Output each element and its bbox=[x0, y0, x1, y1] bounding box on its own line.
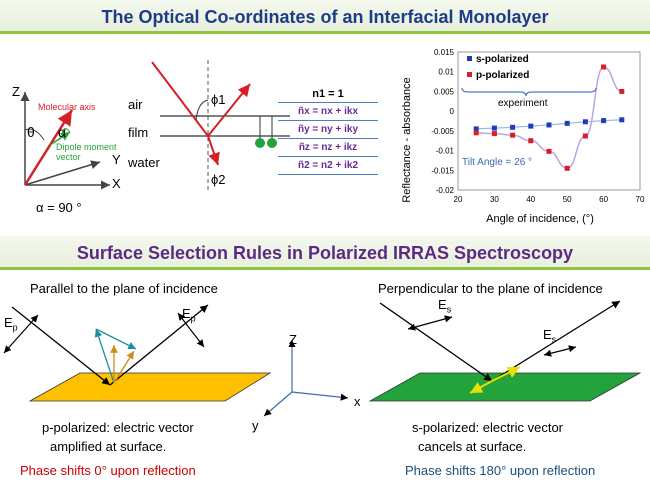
ep-left-label: Ep bbox=[4, 315, 18, 333]
right-heading: Perpendicular to the plane of incidence bbox=[378, 281, 603, 296]
left-heading: Parallel to the plane of incidence bbox=[30, 281, 218, 296]
chart-xlabel: Angle of incidence, (°) bbox=[486, 213, 594, 225]
x-tick-label: 50 bbox=[563, 195, 572, 204]
y-tick-label: -0.01 bbox=[436, 147, 455, 156]
p-point bbox=[510, 132, 516, 138]
layer-air: air bbox=[128, 97, 143, 112]
chart-frame bbox=[457, 51, 641, 191]
x-tick-label: 40 bbox=[526, 195, 535, 204]
right-text-1: s-polarized: electric vector bbox=[412, 420, 563, 435]
left-phase: Phase shifts 0° upon reflection bbox=[20, 463, 196, 478]
bottom-title-band: Surface Selection Rules in Polarized IRR… bbox=[0, 236, 650, 270]
y-tick-label: 0.01 bbox=[438, 68, 454, 77]
theta-label: θ bbox=[27, 124, 35, 140]
annotation-tilt: Tilt Angle = 26 ° bbox=[462, 157, 532, 168]
s-point bbox=[564, 120, 570, 126]
legend-p: p-polarized bbox=[476, 70, 529, 81]
y-tick-label: -0.02 bbox=[436, 186, 455, 195]
legend-s: s-polarized bbox=[476, 54, 529, 65]
y-tick-label: 0.015 bbox=[434, 48, 455, 57]
x-tick-label: 60 bbox=[599, 195, 608, 204]
headgroup-dot-2 bbox=[267, 138, 277, 148]
bottom-x-label: x bbox=[354, 394, 361, 409]
s-point bbox=[619, 117, 625, 123]
molecular-axis-label: Molecular axis bbox=[38, 102, 96, 112]
s-point bbox=[582, 119, 588, 125]
ep-right-label: Ep bbox=[182, 306, 196, 324]
molecular-axis-arrow bbox=[23, 109, 74, 186]
y-tick-label: -0.005 bbox=[431, 127, 454, 136]
s-point bbox=[473, 126, 479, 132]
p-point bbox=[491, 131, 497, 137]
middle-axes bbox=[263, 340, 349, 417]
es-right-label: Es bbox=[543, 327, 557, 345]
p-point bbox=[546, 148, 552, 154]
n1-label: n1 = 1 bbox=[278, 88, 378, 103]
p-point bbox=[564, 165, 570, 171]
gold-surface bbox=[28, 372, 272, 402]
legend-marker-p bbox=[467, 72, 472, 77]
molecule-orientation-diagram bbox=[20, 92, 110, 190]
x-tick-label: 70 bbox=[636, 195, 645, 204]
alpha-symbol: α bbox=[58, 124, 67, 140]
x-axis-label: X bbox=[112, 176, 121, 191]
x-tick-label: 20 bbox=[454, 195, 463, 204]
refractive-index-box: n1 = 1 ñx = nx + ikx ñy = ny + iky ñz = … bbox=[278, 88, 378, 175]
s-point bbox=[601, 118, 607, 124]
parallel-diagram bbox=[3, 304, 272, 402]
left-text-2: amplified at surface. bbox=[50, 439, 167, 454]
p-point bbox=[619, 88, 625, 94]
right-phase: Phase shifts 180° upon reflection bbox=[405, 463, 596, 478]
headgroup-dot-1 bbox=[255, 138, 265, 148]
perpendicular-diagram bbox=[368, 300, 642, 402]
top-title-band: The Optical Co-ordinates of an Interfaci… bbox=[0, 0, 650, 34]
dipole-label: Dipole moment bbox=[56, 142, 117, 152]
chart-ylabel: Reflectance - absorbance bbox=[401, 77, 413, 202]
x-tick-label: 30 bbox=[490, 195, 499, 204]
n-eq-2: ñ2 = n2 + ik2 bbox=[278, 157, 378, 175]
bottom-title: Surface Selection Rules in Polarized IRR… bbox=[76, 243, 574, 263]
s-point bbox=[546, 122, 552, 128]
n-eq-y: ñy = ny + iky bbox=[278, 121, 378, 139]
y-tick-label: 0.005 bbox=[434, 87, 455, 96]
p-point bbox=[582, 133, 588, 139]
s-point bbox=[491, 125, 497, 131]
phi2-label: ϕ2 bbox=[211, 172, 226, 187]
left-text-1: p-polarized: electric vector bbox=[42, 420, 194, 435]
y-tick-label: -0.015 bbox=[431, 166, 454, 175]
top-title: The Optical Co-ordinates of an Interfaci… bbox=[101, 7, 549, 27]
n-eq-z: ñz = nz + ikz bbox=[278, 139, 378, 157]
annotation-experiment: experiment bbox=[498, 98, 548, 109]
p-point bbox=[473, 130, 479, 136]
interface-diagram bbox=[151, 60, 290, 190]
legend-marker-s bbox=[467, 56, 472, 61]
p-point bbox=[601, 64, 607, 70]
bottom-z-label: Z bbox=[289, 332, 297, 347]
bottom-y-label: y bbox=[252, 418, 259, 433]
p-point bbox=[528, 138, 534, 144]
layer-film: film bbox=[128, 125, 149, 140]
y-axis-line bbox=[24, 160, 101, 186]
green-surface bbox=[368, 372, 642, 402]
es-top-label: Es bbox=[438, 297, 452, 315]
s-point bbox=[528, 123, 534, 129]
n-eq-x: ñx = nx + ikx bbox=[278, 103, 378, 121]
y-axis-label: Y bbox=[112, 152, 121, 167]
phi1-label: ϕ1 bbox=[211, 92, 226, 107]
dipole-vector-arrow bbox=[49, 131, 71, 146]
layer-water: water bbox=[128, 155, 160, 170]
right-text-2: cancels at surface. bbox=[418, 439, 527, 454]
s-point bbox=[510, 124, 516, 130]
y-tick-label: 0 bbox=[450, 107, 455, 116]
vector-label: vector bbox=[56, 152, 81, 162]
alpha-value: α = 90 ° bbox=[36, 200, 82, 215]
z-axis-label: Z bbox=[12, 84, 20, 99]
